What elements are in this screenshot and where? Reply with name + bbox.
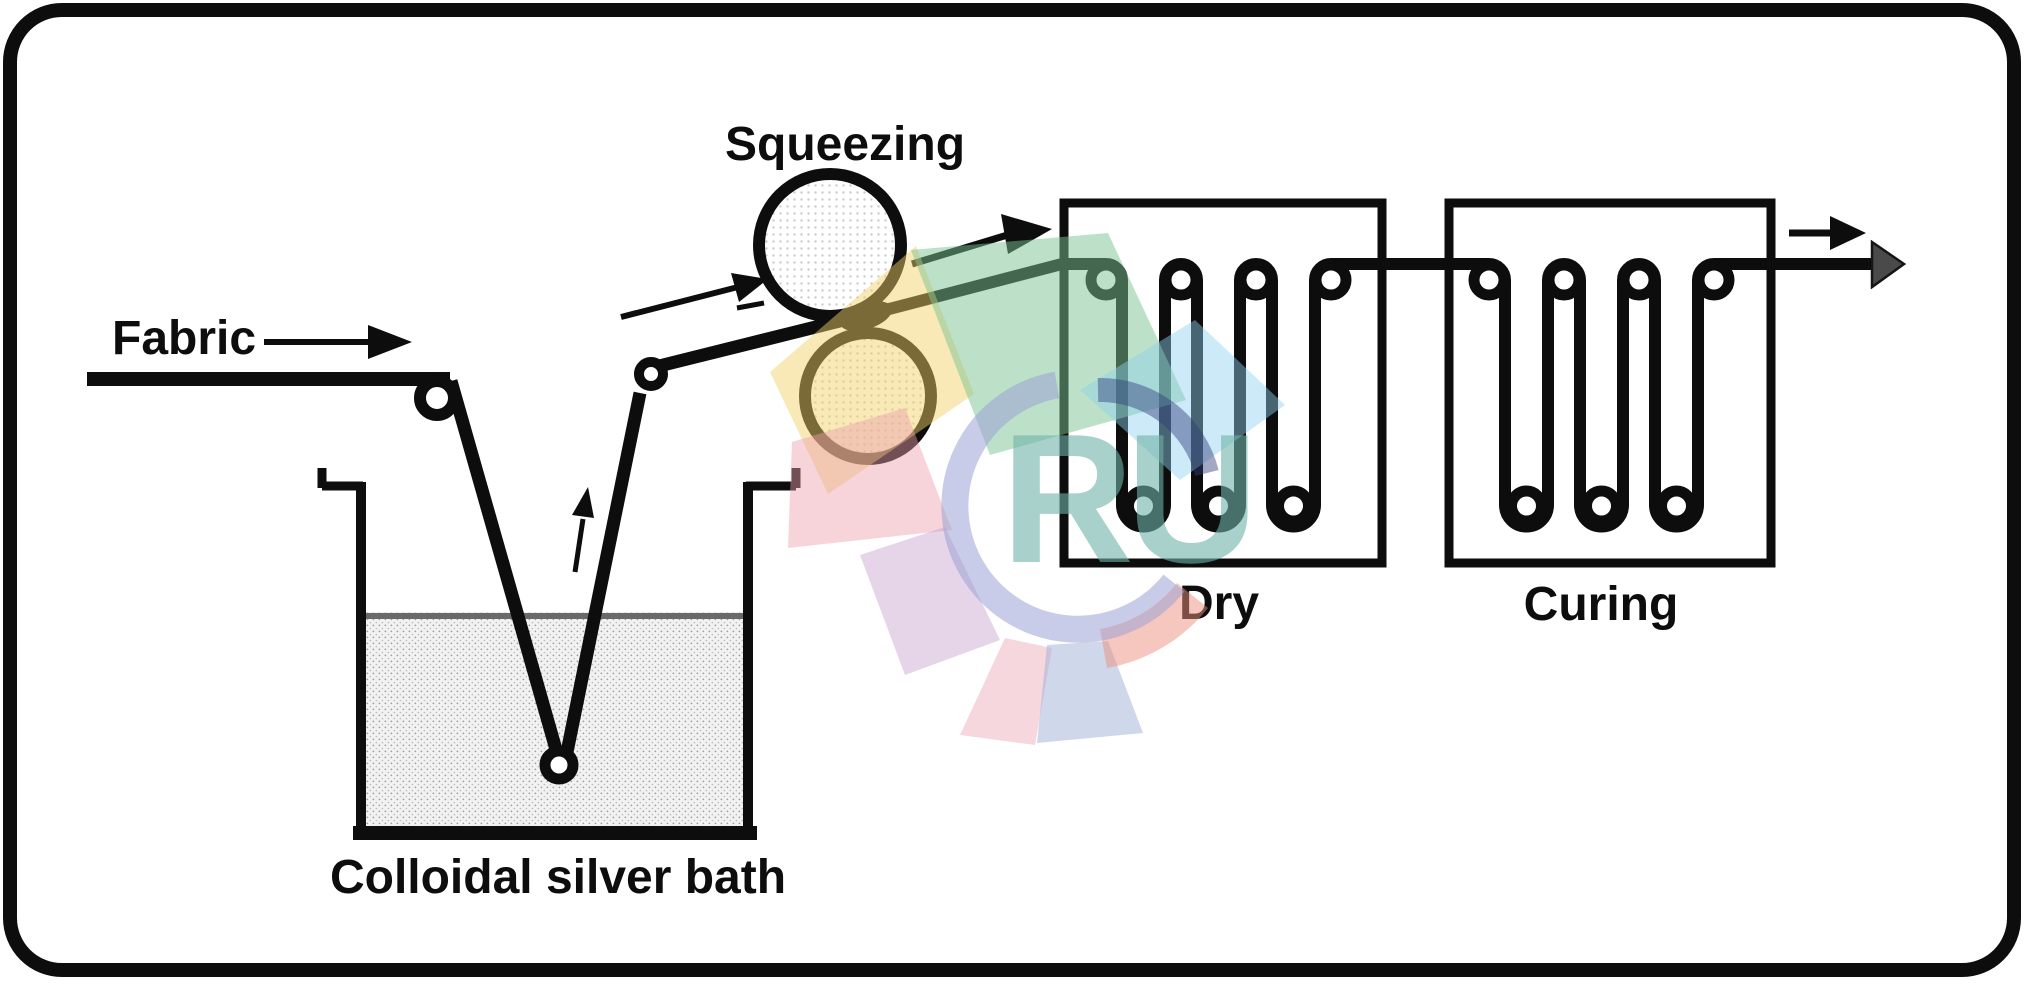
v-left-leg bbox=[444, 379, 566, 762]
nip-entry-dash bbox=[736, 300, 765, 311]
bath-tank bbox=[317, 468, 801, 840]
watermark-navy-arc bbox=[1097, 377, 1219, 477]
v-right-leg bbox=[559, 391, 647, 759]
roller-icon bbox=[1468, 259, 1510, 301]
watermark-ring bbox=[941, 371, 1185, 643]
curing-label: Curing bbox=[1524, 578, 1679, 631]
watermark-logo: RU bbox=[770, 233, 1285, 745]
watermark-coral-arc bbox=[1100, 583, 1208, 668]
roller-icon bbox=[1235, 259, 1277, 301]
roller-icon bbox=[1581, 485, 1622, 527]
fabric-feed bbox=[87, 325, 450, 386]
squeezing-unit bbox=[620, 168, 1052, 465]
guide-roller-2 bbox=[634, 357, 668, 391]
watermark-pink-bottom-wedge bbox=[960, 638, 1052, 745]
nip-entry-arrowhead bbox=[731, 273, 768, 302]
roller-icon bbox=[1693, 259, 1735, 301]
nip-entry-arrow-shaft bbox=[620, 284, 739, 320]
exit-arrows bbox=[1789, 216, 1907, 290]
watermark-yellow-wedge bbox=[770, 246, 974, 494]
watermark-pink-left-wedge bbox=[788, 408, 952, 548]
bath-liquid bbox=[366, 612, 745, 828]
roller-icon bbox=[1543, 259, 1585, 301]
watermark-lavender-wedge bbox=[860, 527, 1000, 675]
roller-icon bbox=[1273, 485, 1314, 527]
squeeze-roller-top bbox=[753, 168, 907, 322]
curing-chamber-box bbox=[1444, 198, 1776, 568]
watermark-lightblue-wedge bbox=[1080, 320, 1285, 480]
fabric-label: Fabric bbox=[112, 312, 256, 365]
output-arrowhead bbox=[1830, 216, 1866, 250]
immersion-roller bbox=[539, 745, 579, 785]
fabric-exit-arrowhead bbox=[1870, 239, 1907, 290]
fabric-flow-arrowhead bbox=[368, 325, 412, 359]
guide-roller-1 bbox=[414, 375, 460, 421]
line-art: Fabric Squeezing Colloidal silver bath D… bbox=[87, 118, 1907, 904]
watermark-green-wedge bbox=[911, 233, 1186, 455]
roller-icon bbox=[1618, 259, 1660, 301]
roller-icon bbox=[1310, 259, 1352, 301]
bath-label: Colloidal silver bath bbox=[330, 851, 786, 904]
roller-icon bbox=[1506, 485, 1547, 527]
squeezing-label: Squeezing bbox=[725, 118, 965, 171]
roller-icon bbox=[1160, 259, 1202, 301]
watermark-periwinkle-wedge bbox=[1037, 641, 1143, 743]
roller-icon bbox=[1198, 485, 1239, 527]
bath-fabric-path bbox=[414, 304, 882, 785]
watermark-letters: RU bbox=[1001, 395, 1251, 601]
up-arrowhead bbox=[572, 487, 594, 518]
up-arrow-shaft bbox=[572, 518, 586, 573]
roller-icon bbox=[1656, 485, 1697, 527]
curing-chamber bbox=[1444, 198, 1776, 568]
curing-chamber-rollers bbox=[1468, 259, 1735, 527]
squeeze-roller-bottom bbox=[799, 327, 937, 465]
roller-icon bbox=[1123, 485, 1164, 527]
